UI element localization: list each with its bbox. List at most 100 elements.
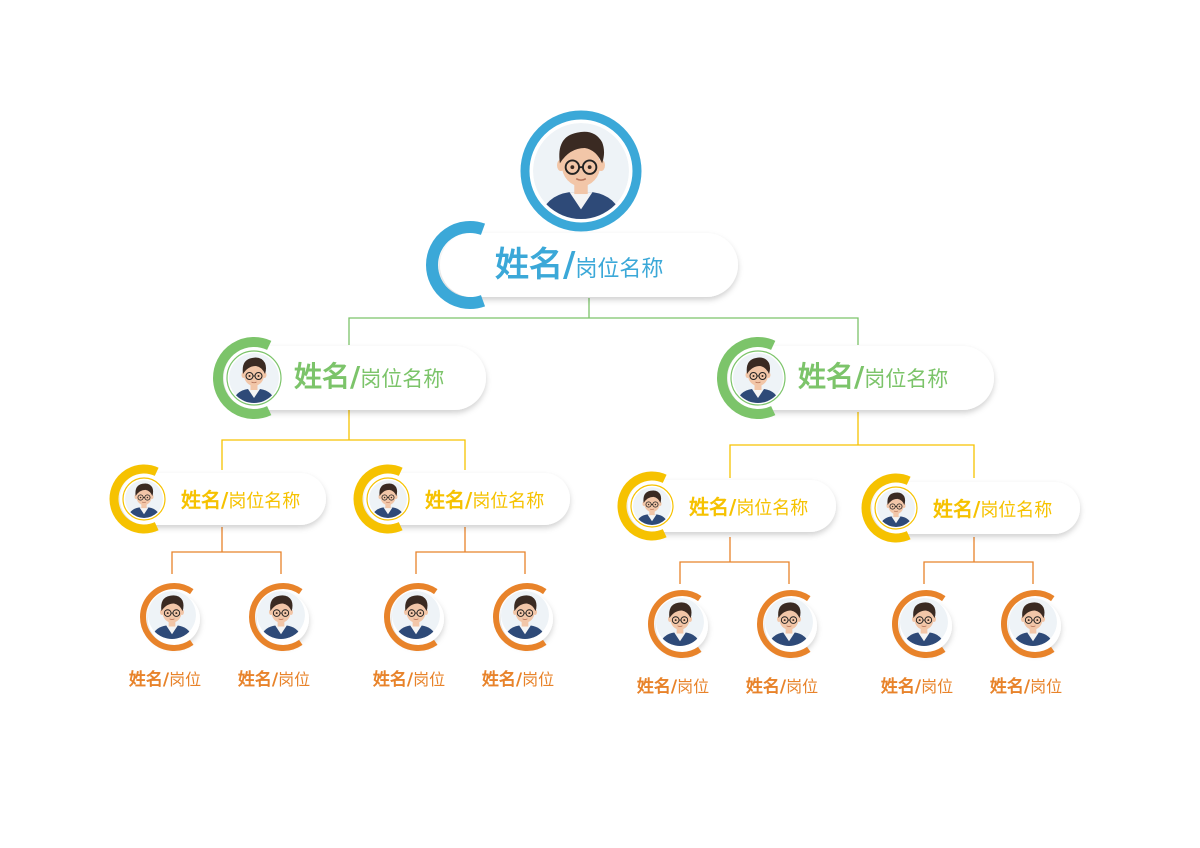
separator-text: / [563,245,576,285]
name-text: 姓名 [181,488,221,512]
node-label: 姓名/岗位名称 [495,245,663,285]
org-node-lead[interactable]: 姓名/岗位名称 [353,464,570,534]
separator-text: / [272,670,279,690]
accent-arc [213,337,272,419]
connector-lines [171,298,1034,584]
avatar [125,480,163,519]
org-node-staff[interactable]: 姓名/岗位 [746,590,818,697]
connector-line [171,551,282,574]
role-text: 岗位 [786,677,818,696]
accent-arc [249,583,303,651]
node-card [224,346,486,410]
role-text: 岗位名称 [360,367,444,391]
connector-line [221,439,466,470]
accent-arc [384,583,438,651]
avatar-ring [520,110,642,232]
name-text: 姓名 [129,669,163,690]
role-text: 岗位 [169,670,201,689]
role-text: 岗位名称 [864,367,948,391]
separator-text: / [671,677,678,697]
name-text: 姓名 [990,676,1024,697]
connector-line [729,444,975,478]
name-text: 姓名 [373,669,407,690]
org-node-lead[interactable]: 姓名/岗位名称 [617,471,836,541]
name-text: 姓名 [495,245,563,285]
name-text: 姓名 [637,676,671,697]
node-card [440,233,738,297]
separator-text: / [1024,677,1031,697]
role-text: 岗位名称 [228,491,300,512]
separator-text: / [729,495,737,519]
accent-arc [109,464,159,534]
node-label: 姓名/岗位 [482,669,554,690]
org-node-lead[interactable]: 姓名/岗位名称 [861,473,1080,543]
accent-arc [861,473,911,543]
org-node-staff[interactable]: 姓名/岗位 [881,590,953,697]
node-card [728,346,994,410]
separator-text: / [516,670,523,690]
role-text: 岗位 [1030,677,1062,696]
role-text: 岗位 [413,670,445,689]
accent-arc [648,590,702,658]
org-node-staff[interactable]: 姓名/岗位 [990,590,1062,697]
node-label: 姓名/岗位 [238,669,310,690]
name-text: 姓名 [746,676,780,697]
org-node-staff[interactable]: 姓名/岗位 [129,583,201,690]
accent-arc [493,583,547,651]
accent-arc [757,590,811,658]
org-node-manager[interactable]: 姓名/岗位名称 [717,337,994,419]
org-node-manager[interactable]: 姓名/岗位名称 [213,337,486,419]
node-label: 姓名/岗位 [129,669,201,690]
separator-text: / [221,488,229,512]
node-card [120,473,326,525]
avatar [533,123,629,220]
separator-text: / [465,488,473,512]
avatar [633,487,671,526]
node-card [872,482,1080,534]
name-text: 姓名 [798,360,854,393]
role-text: 岗位 [921,677,953,696]
org-node-staff[interactable]: 姓名/岗位 [482,583,554,690]
role-text: 岗位名称 [980,500,1052,521]
connector-line [348,317,859,345]
name-text: 姓名 [482,669,516,690]
name-text: 姓名 [933,497,973,521]
node-label: 姓名/岗位 [373,669,445,690]
name-text: 姓名 [425,488,465,512]
node-label: 姓名/岗位名称 [798,360,948,393]
org-node-staff[interactable]: 姓名/岗位 [373,583,445,690]
connector-line [923,561,1034,584]
node-label: 姓名/岗位名称 [294,360,444,393]
name-text: 姓名 [238,669,272,690]
node-card [628,480,836,532]
node-label: 姓名/岗位 [637,676,709,697]
role-text: 岗位 [677,677,709,696]
role-text: 岗位名称 [472,491,544,512]
role-text: 岗位 [522,670,554,689]
separator-text: / [973,497,981,521]
role-text: 岗位 [278,670,310,689]
node-label: 姓名/岗位名称 [181,488,300,512]
node-label: 姓名/岗位 [881,676,953,697]
accent-arc [353,464,403,534]
accent-arc [426,221,486,309]
avatar [733,353,783,403]
role-text: 岗位名称 [736,498,808,519]
avatar [392,591,440,640]
node-label: 姓名/岗位名称 [425,488,544,512]
node-label: 姓名/岗位 [746,676,818,697]
org-node-staff[interactable]: 姓名/岗位 [238,583,310,690]
org-node-top[interactable]: 姓名/岗位名称 [426,110,738,309]
org-node-lead[interactable]: 姓名/岗位名称 [109,464,326,534]
accent-arc [617,471,667,541]
avatar [656,598,704,647]
accent-arc [1001,590,1055,658]
org-node-staff[interactable]: 姓名/岗位 [637,590,709,697]
separator-text: / [350,360,361,393]
name-text: 姓名 [689,495,729,519]
connector-line [415,551,526,574]
node-label: 姓名/岗位 [990,676,1062,697]
node-label: 姓名/岗位名称 [933,497,1052,521]
accent-arc [140,583,194,651]
